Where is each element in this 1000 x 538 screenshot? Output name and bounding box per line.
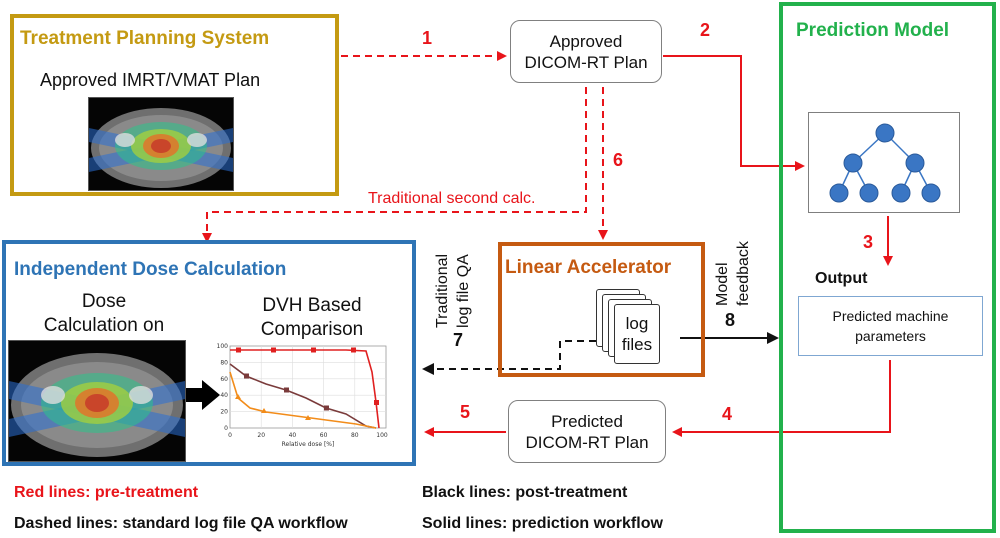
dvh-ytick-80: 80 <box>220 359 228 366</box>
dvh-xtick-0: 0 <box>228 432 232 439</box>
log-files-icon: log files <box>596 289 666 371</box>
step-2-label: 2 <box>700 20 711 40</box>
linear-accelerator-box <box>498 242 705 377</box>
dvh-line2: Comparison <box>260 319 364 340</box>
predicted-machine-parameters: Predicted machine parameters <box>798 296 983 356</box>
arrow-7-dashed <box>422 340 596 375</box>
arrow-4-solid <box>672 360 891 437</box>
model-feedback-line1: Model <box>714 262 731 306</box>
traditional-logqa-line1: Traditional <box>434 253 451 328</box>
output-label: Output <box>815 270 868 287</box>
params-line2: parameters <box>855 328 926 344</box>
predicted-dicom-line1: Predicted <box>551 411 623 431</box>
dvh-ytick-100: 100 <box>217 343 229 350</box>
dose-calculation-label: Dose Calculation on <box>14 290 194 338</box>
traditional-log-file-qa-label: Traditional log file QA <box>432 236 480 328</box>
arrow-traditional-second-calc <box>202 87 587 243</box>
legend-solid-lines: Solid lines: prediction workflow <box>422 515 663 532</box>
approved-dicom-rt-plan: Approved DICOM-RT Plan <box>510 20 662 83</box>
dvh-comparison-label: DVH Based Comparison <box>232 294 392 342</box>
dose-calc-line1: Dose <box>81 291 127 312</box>
dvh-xtick-20: 20 <box>257 432 265 439</box>
dvh-ytick-40: 40 <box>220 392 228 399</box>
ct-dose-image-idc <box>8 340 186 462</box>
decision-tree-box <box>808 112 960 213</box>
step-6-label: 6 <box>613 150 624 170</box>
independent-dose-calculation-box <box>2 240 416 466</box>
dvh-xtick-100: 100 <box>376 432 388 439</box>
dvh-xlabel: Relative dose [%] <box>282 441 335 448</box>
log-files-line2: files <box>621 335 653 354</box>
dvh-ytick-20: 20 <box>220 409 228 416</box>
approved-dicom-line1: Approved <box>549 31 623 51</box>
params-line1: Predicted machine <box>832 308 949 324</box>
dose-calc-line2: Calculation on <box>43 315 165 336</box>
prediction-model-box <box>779 2 996 533</box>
step-4-label: 4 <box>722 404 733 424</box>
decision-tree-icon <box>829 123 941 203</box>
tps-title: Treatment Planning System <box>20 28 270 49</box>
step-3-label: 3 <box>863 232 874 252</box>
approved-dicom-line2: DICOM-RT Plan <box>524 52 648 72</box>
dvh-xtick-40: 40 <box>289 432 297 439</box>
right-arrow-icon <box>186 380 220 410</box>
model-feedback-label: Model feedback <box>712 224 760 306</box>
dvh-xtick-80: 80 <box>351 432 359 439</box>
traditional-second-calc-label: Traditional second calc. <box>368 190 536 207</box>
step-7-label: 7 <box>453 330 464 350</box>
step-5-label: 5 <box>460 402 471 422</box>
predicted-dicom-rt-plan: Predicted DICOM-RT Plan <box>508 400 666 463</box>
tps-subtitle: Approved IMRT/VMAT Plan <box>40 70 261 90</box>
traditional-logqa-line2: log file QA <box>455 254 472 328</box>
step-1-label: 1 <box>422 28 433 48</box>
legend-dashed-lines: Dashed lines: standard log file QA workf… <box>14 515 348 532</box>
legend-red-lines: Red lines: pre-treatment <box>14 484 199 501</box>
dvh-chart: 100 80 60 40 20 0 0 20 40 60 80 100 Rela… <box>217 343 388 448</box>
treatment-planning-system-box <box>10 14 339 196</box>
dvh-xtick-60: 60 <box>320 432 328 439</box>
prediction-model-title: Prediction Model <box>796 20 950 41</box>
predicted-dicom-line2: DICOM-RT Plan <box>525 432 649 452</box>
legend-black-lines: Black lines: post-treatment <box>422 484 628 501</box>
ct-dose-image-tps <box>88 97 234 191</box>
idc-title: Independent Dose Calculation <box>14 259 287 280</box>
dvh-ytick-60: 60 <box>220 376 228 383</box>
model-feedback-line2: feedback <box>735 241 752 306</box>
dvh-ytick-0: 0 <box>224 425 228 432</box>
linear-accelerator-title: Linear Accelerator <box>505 257 672 278</box>
step-8-label: 8 <box>725 310 736 330</box>
dvh-line1: DVH Based <box>262 295 362 316</box>
arrow-2-solid <box>663 55 805 171</box>
log-files-line1: log <box>625 314 649 333</box>
